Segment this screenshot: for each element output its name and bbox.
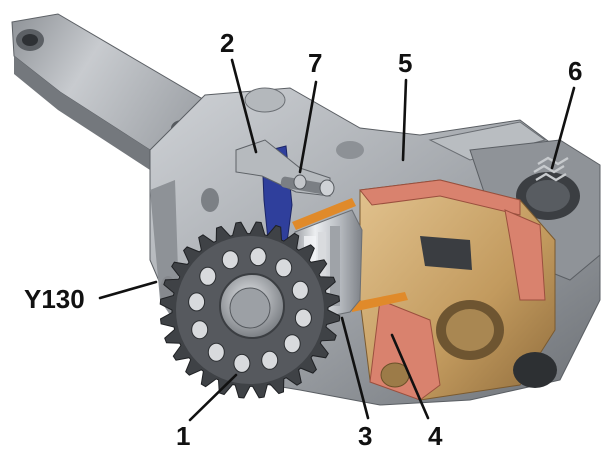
sprocket-hole — [249, 247, 267, 267]
leader-y130 — [98, 280, 158, 300]
callout-6: 6 — [568, 56, 582, 86]
sprocket-hole — [261, 350, 279, 370]
leader-4 — [390, 333, 430, 420]
leader-1 — [188, 373, 238, 422]
leader-5 — [401, 78, 408, 162]
leader-7 — [298, 80, 318, 174]
seal-strip — [292, 198, 356, 230]
leader-6 — [550, 86, 576, 170]
sprocket-hole — [207, 342, 225, 362]
sprocket-hub-center — [229, 287, 271, 329]
callout-5: 5 — [398, 48, 412, 78]
sprocket-hole — [233, 353, 251, 373]
sprocket-hole — [294, 308, 312, 328]
callout-7: 7 — [308, 48, 322, 78]
callout-1: 1 — [176, 421, 190, 451]
sprocket-hole — [291, 280, 309, 300]
sprocket-hole — [275, 258, 293, 278]
leader-lines — [98, 58, 576, 422]
sprocket-hole — [191, 320, 209, 340]
cutaway-section — [350, 179, 557, 401]
callout-3: 3 — [358, 421, 372, 451]
sprocket-hole — [188, 292, 206, 312]
relief-valve-housing — [469, 139, 601, 281]
control-valve — [235, 139, 335, 197]
callout-y130: Y130 — [24, 284, 85, 314]
sprocket-hole — [221, 250, 239, 270]
leader-3 — [340, 316, 370, 420]
callout-4: 4 — [428, 421, 443, 451]
drive-sprocket — [159, 221, 341, 399]
leader-2 — [230, 58, 258, 154]
callout-labels: 1 2 3 4 5 6 7 Y130 — [24, 28, 582, 451]
callout-2: 2 — [220, 28, 234, 58]
sprocket-hole — [283, 334, 301, 354]
sprocket-hole — [199, 266, 217, 286]
